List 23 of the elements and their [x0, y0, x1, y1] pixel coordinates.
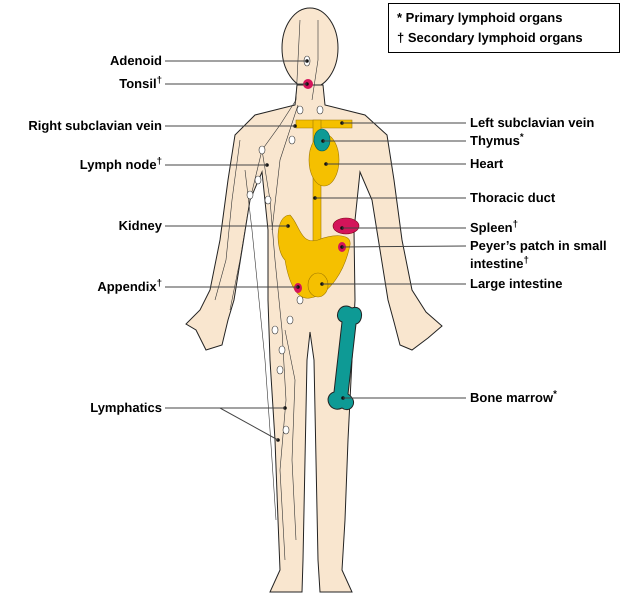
organ-label: Thoracic duct — [470, 189, 556, 207]
organ-label: Thymus$^{*}$ — [470, 132, 525, 150]
leader-line — [322, 140, 466, 142]
legend-entry: † Secondary lymphoid organs — [397, 29, 584, 47]
organ-label: Lymph node$^{†}$ — [78, 156, 162, 174]
organ-label: Right subclavian vein — [27, 117, 162, 135]
organ-label: Kidney — [118, 217, 162, 235]
organ-label: Large intestine — [470, 275, 564, 293]
leader-line — [164, 60, 308, 62]
organ-label: Appendix$^{†}$ — [96, 278, 162, 296]
organ-label: Tonsil$^{†}$ — [118, 75, 162, 93]
organ-label: Left subclavian vein — [470, 114, 596, 132]
leader-line — [342, 122, 466, 124]
legend-entry: * Primary lymphoid organs — [397, 9, 564, 27]
organ-label: Peyer’s patch in small intestine$^{†}$ — [470, 237, 608, 273]
leader-line — [164, 164, 268, 166]
organ-label: Lymphatics — [89, 399, 162, 417]
organ-label: Bone marrow$^{*}$ — [470, 389, 558, 407]
leader-line — [342, 246, 466, 248]
organ-label: Spleen$^{†}$ — [470, 219, 520, 237]
organ-label: Adenoid — [109, 52, 162, 70]
organ-label: Heart — [470, 155, 504, 173]
leader-line — [164, 286, 298, 288]
